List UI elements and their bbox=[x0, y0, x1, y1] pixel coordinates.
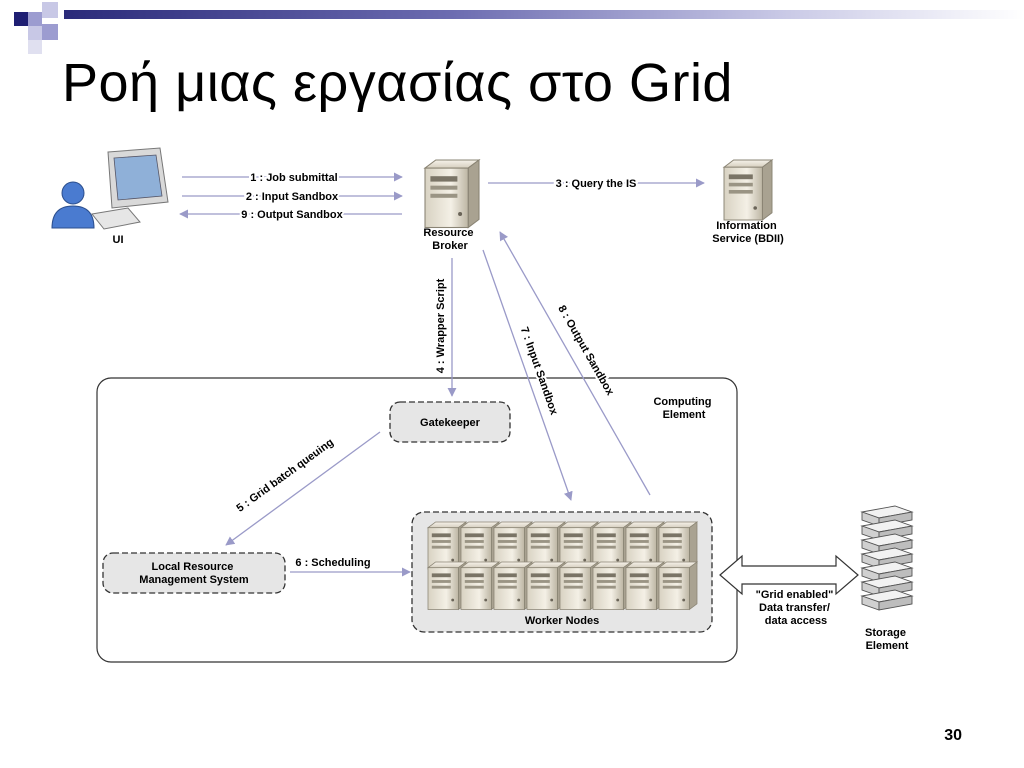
gatekeeper-label: Gatekeeper bbox=[420, 417, 481, 429]
page-number: 30 bbox=[944, 727, 962, 744]
worker-nodes-label: Worker Nodes bbox=[525, 615, 599, 627]
arrow-label-job-submittal: 1 : Job submittal bbox=[250, 172, 337, 184]
data-transfer-double-arrow bbox=[719, 554, 859, 596]
resource-broker-label: Resource Broker bbox=[423, 227, 476, 252]
information-service-label: Information Service (BDII) bbox=[712, 220, 784, 245]
arrow-label-query-is: 3 : Query the IS bbox=[556, 178, 637, 190]
arrow-label-scheduling: 6 : Scheduling bbox=[295, 557, 370, 569]
arrow-label-output-sandbox-ui: 9 : Output Sandbox bbox=[241, 209, 343, 221]
computing-element-box bbox=[96, 377, 738, 663]
ui-label: UI bbox=[113, 234, 124, 246]
lrms-box bbox=[102, 552, 286, 594]
arrow-label-input-sandbox-wn: 7 : Input Sandbox bbox=[518, 325, 560, 417]
worker-node-servers bbox=[427, 521, 698, 610]
grid-data-transfer-label: "Grid enabled" Data transfer/ data acces… bbox=[756, 589, 837, 627]
resource-broker-server-icon bbox=[424, 159, 480, 229]
gatekeeper-box bbox=[389, 401, 511, 443]
title-bar bbox=[64, 10, 1024, 19]
corner-decoration bbox=[0, 0, 90, 60]
slide-title: Ροή μιας εργασίας στο Grid bbox=[62, 53, 733, 113]
storage-element-disks-icon bbox=[860, 505, 914, 611]
computing-element-label: Computing Element bbox=[653, 396, 714, 421]
arrow-label-wrapper-script: 4 : Wrapper Script bbox=[435, 278, 447, 373]
arrow-label-output-sandbox-wn: 8 : Output Sandbox bbox=[555, 303, 616, 398]
lrms-label: Local Resource Management System bbox=[139, 561, 249, 586]
arrow-label-input-sandbox-ui: 2 : Input Sandbox bbox=[246, 191, 339, 203]
ui-workstation-icon bbox=[51, 147, 169, 230]
storage-element-label: Storage Element bbox=[865, 627, 909, 652]
information-service-server-icon bbox=[723, 159, 773, 221]
